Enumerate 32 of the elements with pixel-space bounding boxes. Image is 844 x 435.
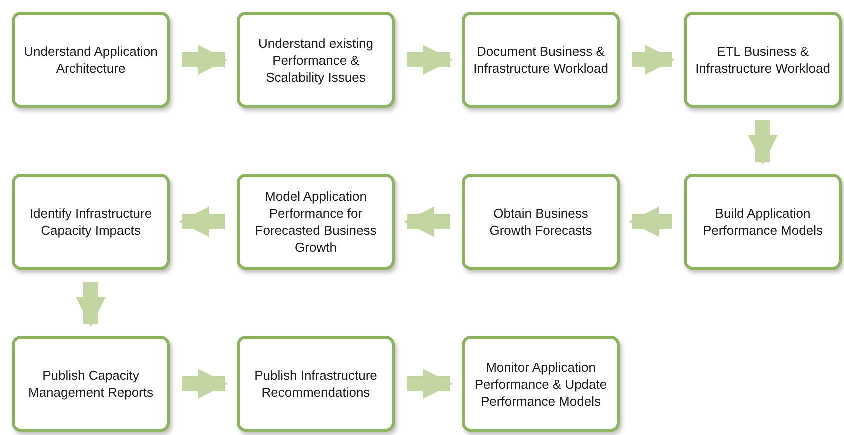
process-box — [237, 336, 395, 432]
block-arrow — [748, 120, 778, 165]
process-box — [462, 12, 620, 108]
block-arrow — [182, 369, 228, 399]
block-arrow — [179, 207, 225, 237]
block-arrow — [76, 282, 106, 327]
process-box — [12, 174, 170, 270]
step-text: Obtain Business Growth Forecasts — [488, 205, 594, 239]
process-box — [237, 174, 395, 270]
step-text: Monitor Application Performance & Update Performance Models — [474, 358, 608, 410]
block-arrow — [632, 45, 675, 75]
step-text: ETL Business & Infrastructure Workload — [695, 43, 831, 77]
block-arrow — [182, 45, 228, 75]
block-arrow — [404, 207, 450, 237]
step-text: Understand Application Architecture — [23, 43, 159, 77]
step-text: Publish Capacity Management Reports — [27, 367, 154, 401]
step-text: Model Application Performance for Forecasted Business Growth — [254, 188, 378, 256]
step-text: Document Business & Infrastructure Workload — [473, 43, 609, 77]
step-text: Understand existing Performance & Scalability Issues — [258, 34, 374, 86]
process-box — [12, 12, 170, 108]
process-box — [684, 174, 842, 270]
process-box — [12, 336, 170, 432]
block-arrow — [629, 207, 672, 237]
process-box — [684, 12, 842, 108]
step-text: Publish Infrastructure Recommendations — [254, 367, 378, 401]
block-arrow — [407, 369, 453, 399]
block-arrow — [407, 45, 453, 75]
process-box — [462, 336, 620, 432]
process-box — [462, 174, 620, 270]
step-text: Identify Infrastructure Capacity Impacts — [28, 205, 154, 239]
process-box — [237, 12, 395, 108]
step-text: Build Application Performance Models — [702, 205, 824, 239]
